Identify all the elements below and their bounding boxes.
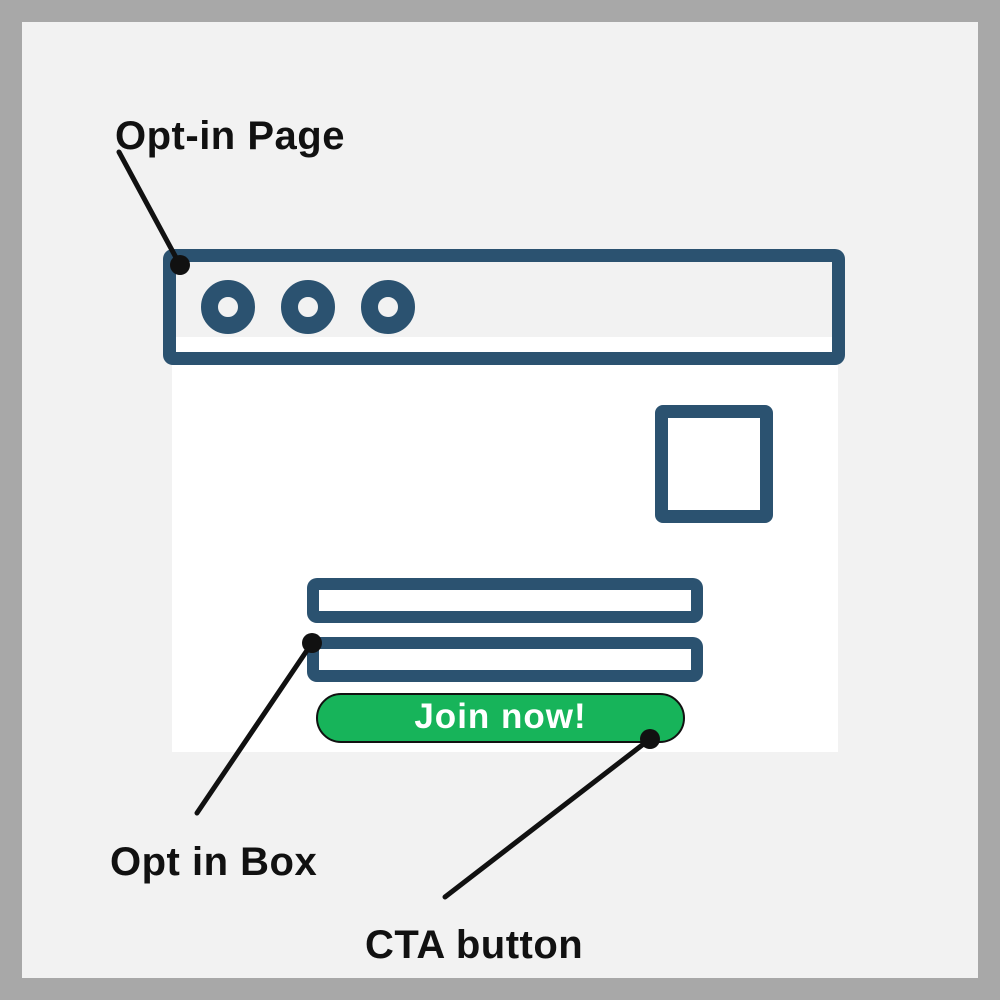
opt-in-box-label: Opt in Box [110,840,318,884]
optin-input-field-2[interactable] [307,637,703,682]
window-control-dot-icon [201,280,255,334]
image-placeholder-box [655,405,773,523]
cta-button-text: Join now! [414,697,587,736]
cta-button-label: CTA button [365,923,584,967]
browser-page-sheet [172,337,838,752]
browser-top-bar [163,249,845,365]
optin-input-field-1[interactable] [307,578,703,623]
opt-in-page-label: Opt-in Page [115,114,345,158]
cta-button[interactable]: Join now! [316,693,685,743]
window-control-dot-icon [281,280,335,334]
window-control-dot-icon [361,280,415,334]
